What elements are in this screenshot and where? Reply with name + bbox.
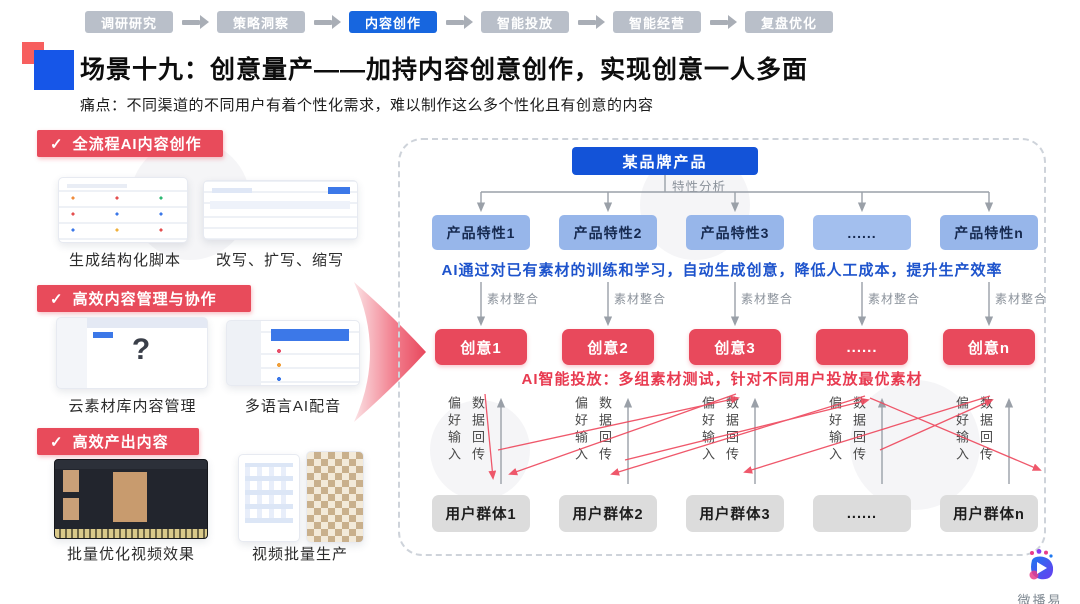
audience-node-n: 用户群体n	[940, 495, 1038, 532]
data-return-label: 数据回传	[724, 396, 739, 464]
thumb-caption: 批量优化视频效果	[66, 546, 195, 563]
preference-input-label: 偏好输入	[700, 396, 715, 464]
audience-node-1: 用户群体1	[432, 495, 530, 532]
section-heading: 高效产出内容	[72, 434, 169, 451]
check-icon: ✓	[50, 135, 64, 153]
preference-input-label: 偏好输入	[827, 396, 842, 464]
thumb-caption: 视频批量生产	[251, 546, 348, 563]
analysis-label: 特性分析	[672, 180, 727, 194]
creative-node-3: 创意3	[689, 329, 781, 365]
section-banner-content-mgmt: ✓ 高效内容管理与协作	[37, 285, 251, 312]
screenshot-video-grid	[306, 451, 364, 543]
thumb-caption: 云素材库内容管理	[68, 398, 197, 415]
feature-node-3: 产品特性3	[686, 215, 784, 250]
preference-input-label: 偏好输入	[446, 396, 461, 464]
nav-item-review[interactable]: 复盘优化	[745, 11, 833, 33]
ai-generation-note: AI通过对已有素材的训练和学习，自动生成创意，降低人工成本，提升生产效率	[441, 262, 1003, 279]
material-label: 素材整合	[995, 292, 1048, 306]
screenshot-ai-dubbing	[226, 320, 360, 386]
material-label: 素材整合	[868, 292, 921, 306]
ai-delivery-note: AI智能投放：多组素材测试，针对不同用户投放最优素材	[521, 371, 923, 388]
nav-arrow-icon	[710, 15, 737, 29]
data-return-label: 数据回传	[978, 396, 993, 464]
flowchart-panel: 某品牌产品 特性分析 产品特性1 产品特性2 产品特性3 ...... 产品特性…	[398, 138, 1046, 556]
feedback-labels-4: 偏好输入 数据回传	[827, 396, 866, 490]
screenshot-video-editor	[54, 459, 208, 539]
preference-input-label: 偏好输入	[954, 396, 969, 464]
nav-item-strategy[interactable]: 策略洞察	[217, 11, 305, 33]
thumb-caption: 生成结构化脚本	[68, 252, 181, 269]
creative-node-2: 创意2	[562, 329, 654, 365]
feature-node-1: 产品特性1	[432, 215, 530, 250]
feature-node-ellipsis: ......	[813, 215, 911, 250]
audience-node-2: 用户群体2	[559, 495, 657, 532]
title-blue-square	[34, 50, 74, 90]
section-heading: 高效内容管理与协作	[72, 291, 217, 308]
nav-arrow-icon	[578, 15, 605, 29]
feedback-labels-2: 偏好输入 数据回传	[573, 396, 612, 490]
feedback-labels-5: 偏好输入 数据回传	[954, 396, 993, 490]
feature-node-n: 产品特性n	[940, 215, 1038, 250]
audience-node-ellipsis: ......	[813, 495, 911, 532]
preference-input-label: 偏好输入	[573, 396, 588, 464]
screenshot-cloud-library	[56, 317, 208, 389]
pain-point-text: 痛点：不同渠道的不同用户有着个性化需求，难以制作这么多个性化且有创意的内容	[80, 97, 654, 114]
brand-product-node: 某品牌产品	[572, 147, 758, 175]
check-icon: ✓	[50, 433, 64, 451]
creative-node-n: 创意n	[943, 329, 1035, 365]
nav-item-smart-operation[interactable]: 智能经营	[613, 11, 701, 33]
creative-node-1: 创意1	[435, 329, 527, 365]
nav-item-research[interactable]: 调研研究	[85, 11, 173, 33]
audience-node-3: 用户群体3	[686, 495, 784, 532]
logo-text: 微播易	[1017, 593, 1063, 604]
nav-arrow-icon	[182, 15, 209, 29]
company-logo: 微播易	[1008, 548, 1072, 604]
screenshot-batch-flow	[238, 454, 300, 542]
data-return-label: 数据回传	[470, 396, 485, 464]
nav-arrow-icon	[446, 15, 473, 29]
process-nav: 调研研究 策略洞察 内容创作 智能投放 智能经营 复盘优化	[85, 11, 833, 33]
material-label: 素材整合	[741, 292, 794, 306]
page-title: 场景十九：创意量产——加持内容创意创作，实现创意一人多面	[80, 56, 809, 84]
screenshot-structured-script	[58, 177, 188, 243]
thumb-caption: 改写、扩写、缩写	[215, 252, 344, 269]
logo-icon	[1029, 549, 1054, 580]
nav-arrow-icon	[314, 15, 341, 29]
feedback-labels-1: 偏好输入 数据回传	[446, 396, 485, 490]
section-heading: 全流程AI内容创作	[72, 136, 202, 153]
section-banner-output: ✓ 高效产出内容	[37, 428, 199, 455]
check-icon: ✓	[50, 290, 64, 308]
data-return-label: 数据回传	[597, 396, 612, 464]
thumb-caption: 多语言AI配音	[244, 398, 342, 415]
nav-item-smart-delivery[interactable]: 智能投放	[481, 11, 569, 33]
feedback-labels-3: 偏好输入 数据回传	[700, 396, 739, 490]
nav-item-content-creation[interactable]: 内容创作	[349, 11, 437, 33]
creative-node-ellipsis: ......	[816, 329, 908, 365]
data-return-label: 数据回传	[851, 396, 866, 464]
feature-node-2: 产品特性2	[559, 215, 657, 250]
transition-arrow-icon	[354, 282, 426, 422]
material-label: 素材整合	[487, 292, 540, 306]
material-label: 素材整合	[614, 292, 667, 306]
section-banner-ai-creation: ✓ 全流程AI内容创作	[37, 130, 223, 157]
screenshot-rewrite	[203, 180, 358, 240]
